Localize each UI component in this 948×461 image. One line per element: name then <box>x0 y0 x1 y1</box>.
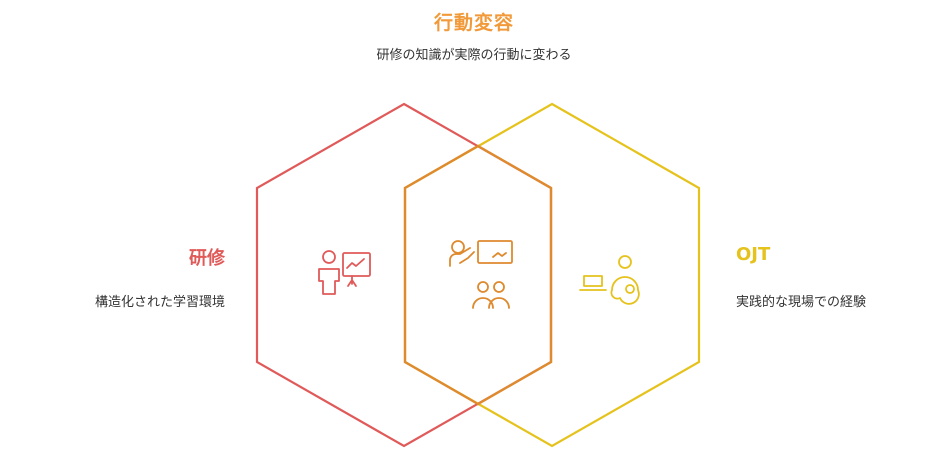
overlap-region <box>403 144 553 406</box>
training-subtitle: 構造化された学習環境 <box>94 295 225 310</box>
teacher-with-students-icon <box>449 240 513 309</box>
ojt-title: OJT <box>736 244 771 265</box>
training-title: 研修 <box>189 248 225 269</box>
presenter-at-board-icon <box>318 250 371 295</box>
ojt-subtitle: 実践的な現場での経験 <box>736 295 867 310</box>
behavior-change-title: 行動変容 <box>433 12 514 34</box>
behavior-change-subtitle: 研修の知識が実際の行動に変わる <box>376 48 572 63</box>
person-with-laptop-icon <box>579 255 640 305</box>
